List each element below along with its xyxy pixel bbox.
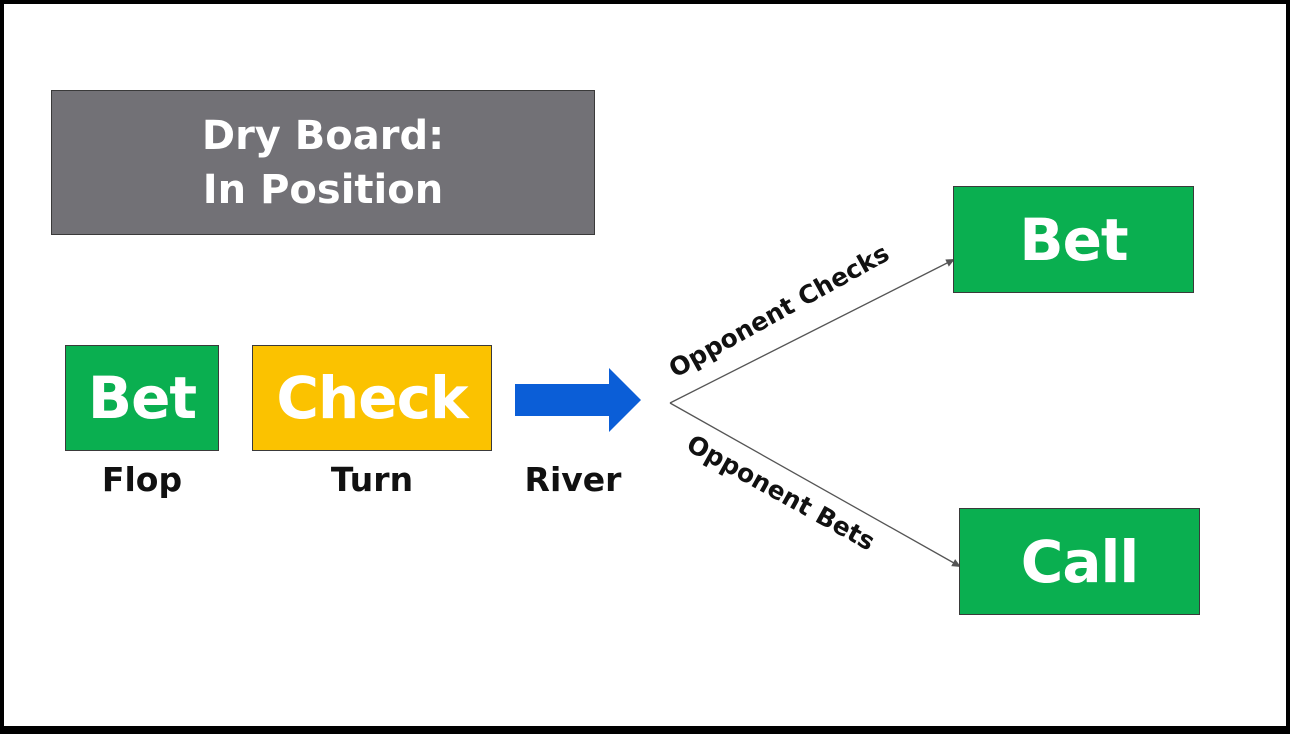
river-arrow-icon (515, 368, 641, 432)
bet-action-box: Bet (953, 186, 1194, 293)
turn-action-box: Check (252, 345, 492, 451)
call-action-box: Call (959, 508, 1200, 615)
bets-branch-line (669, 402, 962, 568)
flop-label: Flop (101, 460, 183, 499)
title-line-2: In Position (202, 166, 444, 213)
arrows-layer (515, 258, 962, 568)
checks-branch-line (669, 258, 956, 404)
river-label: River (524, 460, 622, 499)
title-line-1: Dry Board: (201, 112, 445, 159)
flop-action-box: Bet (65, 345, 219, 451)
turn-label: Turn (330, 460, 414, 499)
title-box: Dry Board: In Position (51, 90, 595, 235)
